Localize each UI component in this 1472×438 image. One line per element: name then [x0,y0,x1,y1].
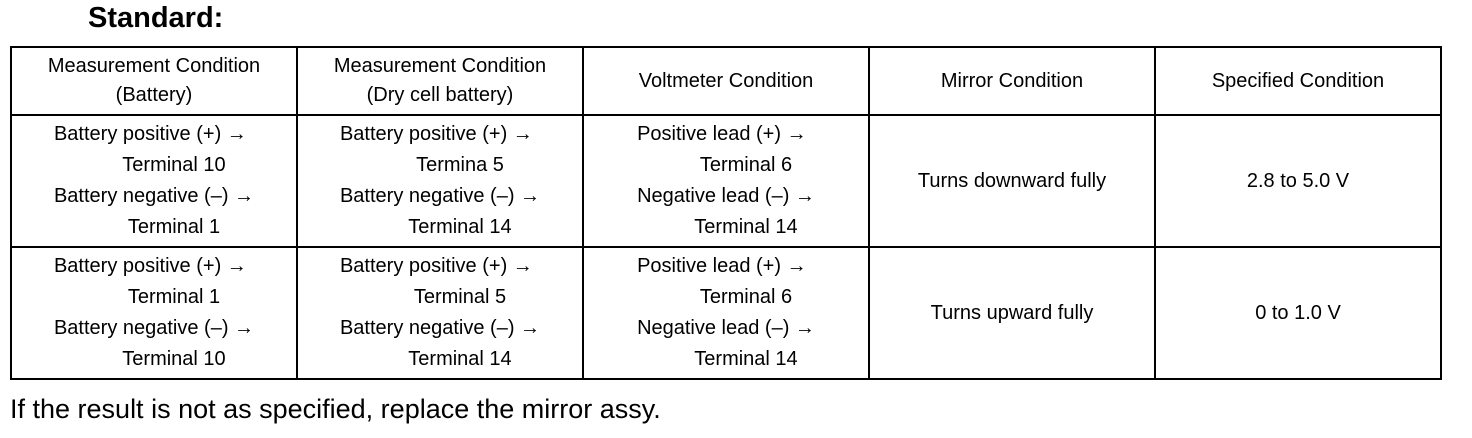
terminal-label: Terminal 6 [699,286,793,308]
header-mirror-condition: Mirror Condition [868,46,1156,116]
header-line: Specified Condition [1211,69,1385,92]
terminal-label: Terminal 14 [408,216,512,238]
header-specified-condition: Specified Condition [1154,46,1442,116]
connection-instructions: Positive lead (+) → Terminal 6 Negative … [637,119,815,243]
connection-step: Battery positive (+) → [339,123,533,145]
terminal-label: Terminal 5 [413,286,507,308]
cell-mirror-condition: Turns downward fully [868,114,1156,248]
connection-step: Battery negative (–) → [339,317,541,339]
terminal-label: Terminal 1 [127,216,221,238]
connection-step: Battery negative (–) → [339,185,541,207]
header-measurement-battery: Measurement Condition (Battery) [10,46,298,116]
connection-step: Negative lead (–) → [637,317,815,339]
connection-instructions: Positive lead (+) → Terminal 6 Negative … [637,251,815,375]
terminal-label: Terminal 14 [694,348,798,370]
specification-table: Measurement Condition (Battery) Measurem… [10,46,1442,380]
connection-step: Negative lead (–) → [637,185,815,207]
cell-dry-cell-connection: Battery positive (+) → Termina 5 Battery… [296,114,584,248]
terminal-label: Termina 5 [416,154,504,176]
terminal-label: Terminal 10 [122,348,226,370]
cell-battery-connection: Battery positive (+) → Terminal 1 Batter… [10,246,298,380]
terminal-label: Terminal 6 [699,154,793,176]
header-line: Mirror Condition [940,69,1084,92]
connection-step: Battery positive (+) → [53,123,247,145]
connection-instructions: Battery positive (+) → Terminal 1 Batter… [54,251,254,375]
connection-step: Battery negative (–) → [53,317,255,339]
cell-specified-condition: 2.8 to 5.0 V [1154,114,1442,248]
terminal-label: Terminal 14 [694,216,798,238]
cell-voltmeter-connection: Positive lead (+) → Terminal 6 Negative … [582,246,870,380]
connection-step: Battery positive (+) → [53,255,247,277]
terminal-label: Terminal 1 [127,286,221,308]
connection-step: Positive lead (+) → [637,255,807,277]
connection-step: Battery positive (+) → [339,255,533,277]
header-line: (Battery) [115,84,193,106]
header-line: (Dry cell battery) [366,84,514,106]
header-line: Measurement Condition [47,55,261,77]
cell-battery-connection: Battery positive (+) → Terminal 10 Batte… [10,114,298,248]
header-measurement-dry-cell: Measurement Condition (Dry cell battery) [296,46,584,116]
terminal-label: Terminal 10 [122,154,226,176]
header-voltmeter-condition: Voltmeter Condition [582,46,870,116]
connection-instructions: Battery positive (+) → Terminal 5 Batter… [340,251,540,375]
cell-mirror-condition: Turns upward fully [868,246,1156,380]
header-line: Voltmeter Condition [638,69,814,92]
footer-note: If the result is not as specified, repla… [10,394,661,424]
table-row: Battery positive (+) → Terminal 10 Batte… [10,114,1442,248]
cell-specified-condition: 0 to 1.0 V [1154,246,1442,380]
section-heading: Standard: [88,2,224,34]
connection-step: Positive lead (+) → [637,123,807,145]
cell-voltmeter-connection: Positive lead (+) → Terminal 6 Negative … [582,114,870,248]
table-row: Battery positive (+) → Terminal 1 Batter… [10,246,1442,380]
connection-instructions: Battery positive (+) → Termina 5 Battery… [340,119,540,243]
cell-dry-cell-connection: Battery positive (+) → Terminal 5 Batter… [296,246,584,380]
header-line: Measurement Condition [333,55,547,77]
connection-step: Battery negative (–) → [53,185,255,207]
terminal-label: Terminal 14 [408,348,512,370]
table-header-row: Measurement Condition (Battery) Measurem… [10,46,1442,116]
connection-instructions: Battery positive (+) → Terminal 10 Batte… [54,119,254,243]
